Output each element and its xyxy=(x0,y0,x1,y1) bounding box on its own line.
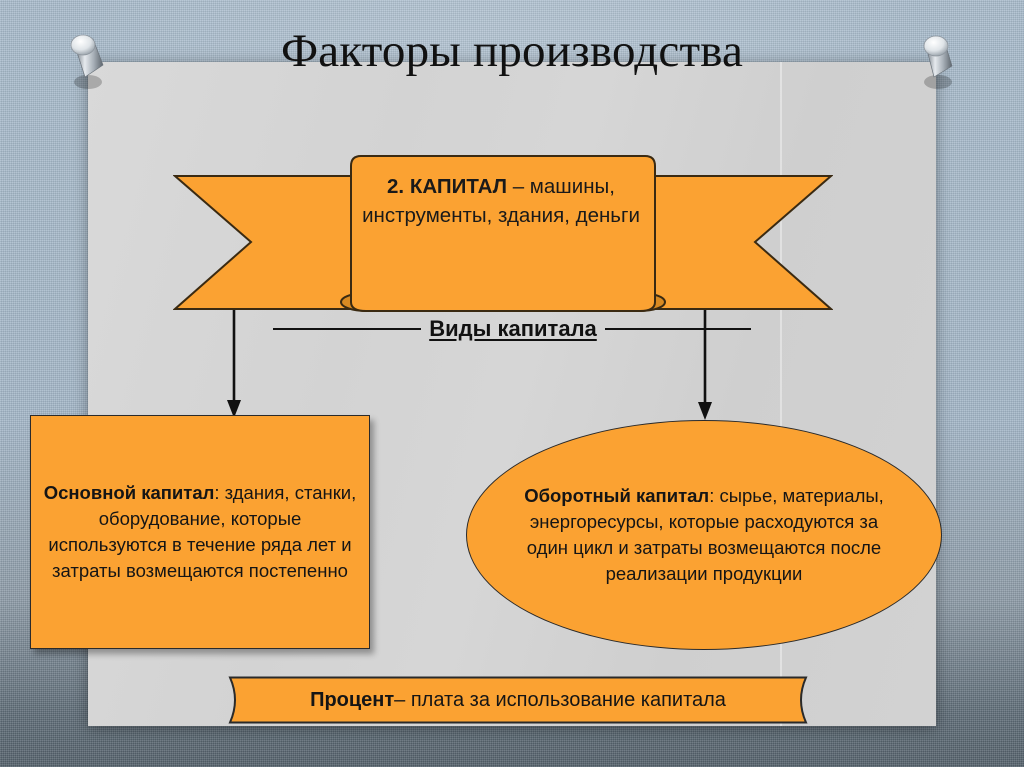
percent-rest-label: – плата за использование капитала xyxy=(394,688,726,711)
ribbon-wing-right xyxy=(652,175,833,310)
kinds-rule-right xyxy=(604,328,751,330)
ribbon-center-panel xyxy=(350,155,656,312)
percent-bold-label: Процент xyxy=(310,688,395,711)
banner-text: 2. КАПИТАЛ – машины, инструменты, здания… xyxy=(336,172,666,230)
fixed-capital-bold-label: Основной капитал xyxy=(43,481,215,503)
slide-sheet: 2. КАПИТАЛ – машины, инструменты, здания… xyxy=(30,62,942,726)
pushpin-icon-left xyxy=(58,30,114,92)
percent-note-text: Процент – плата за использование капитал… xyxy=(218,676,818,724)
fixed-capital-box: Основной капитал: здания, станки, оборуд… xyxy=(30,415,370,649)
percent-bar-plaque xyxy=(228,676,808,724)
kinds-heading-group: Виды капитала xyxy=(88,316,936,342)
circulating-capital-rest-label: : сырье, материалы, энергоресурсы, котор… xyxy=(526,484,884,585)
circulating-capital-text: Оборотный капитал: сырье, материалы, эне… xyxy=(510,483,898,587)
fixed-capital-text: Основной капитал: здания, станки, оборуд… xyxy=(41,480,359,584)
kinds-heading-label: Виды капитала xyxy=(429,316,597,341)
circulating-capital-oval: Оборотный капитал: сырье, материалы, эне… xyxy=(466,420,942,650)
page-title: Факторы производства xyxy=(280,25,744,77)
banner-ribbon: 2. КАПИТАЛ – машины, инструменты, здания… xyxy=(173,154,833,319)
ribbon-wing-left xyxy=(173,175,354,310)
sheet-crease xyxy=(780,62,782,726)
pushpin-icon-right xyxy=(910,30,966,92)
percent-note-bar: Процент – плата за использование капитал… xyxy=(218,676,818,724)
banner-bold-label: 2. КАПИТАЛ xyxy=(387,175,508,198)
banner-rest-label: – машины, инструменты, здания, деньги xyxy=(362,175,640,228)
kinds-rule-left xyxy=(273,328,422,330)
fixed-capital-rest-label: : здания, станки, оборудование, которые … xyxy=(48,481,357,582)
circulating-capital-bold-label: Оборотный капитал xyxy=(524,484,710,506)
